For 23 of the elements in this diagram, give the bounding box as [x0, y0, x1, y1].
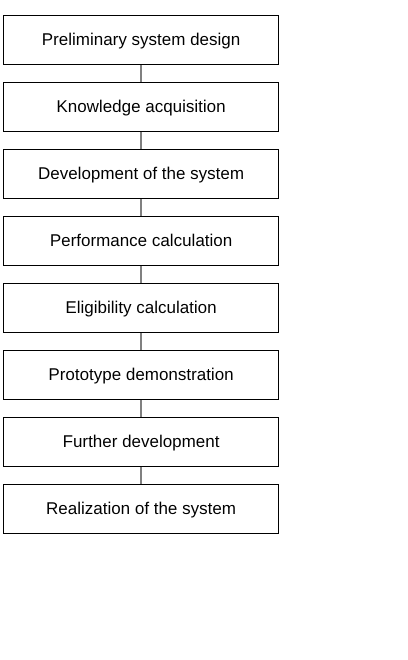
process-box	[3, 149, 279, 199]
step-label: Further development	[62, 432, 220, 452]
connector-line	[140, 198, 142, 216]
process-box	[3, 350, 279, 400]
step-label: Performance calculation	[50, 230, 232, 252]
connector-line	[140, 400, 142, 418]
step-label: Knowledge acquisition	[56, 96, 226, 118]
process-box	[3, 15, 279, 65]
connector-line	[140, 132, 142, 150]
connector-line	[140, 332, 142, 350]
step-label: Development of the system	[38, 164, 244, 184]
process-box	[3, 82, 279, 132]
step-label: Eligibility calculation	[65, 298, 217, 318]
process-box	[3, 283, 279, 333]
connector-line	[140, 64, 142, 82]
process-box	[3, 417, 279, 467]
connector-line	[140, 266, 142, 284]
step-label: Preliminary system design	[42, 30, 240, 50]
process-box	[3, 216, 279, 266]
step-label: Prototype demonstration	[48, 364, 234, 386]
step-label: Realization of the system	[46, 498, 236, 520]
process-box	[3, 484, 279, 534]
connector-line	[140, 466, 142, 484]
